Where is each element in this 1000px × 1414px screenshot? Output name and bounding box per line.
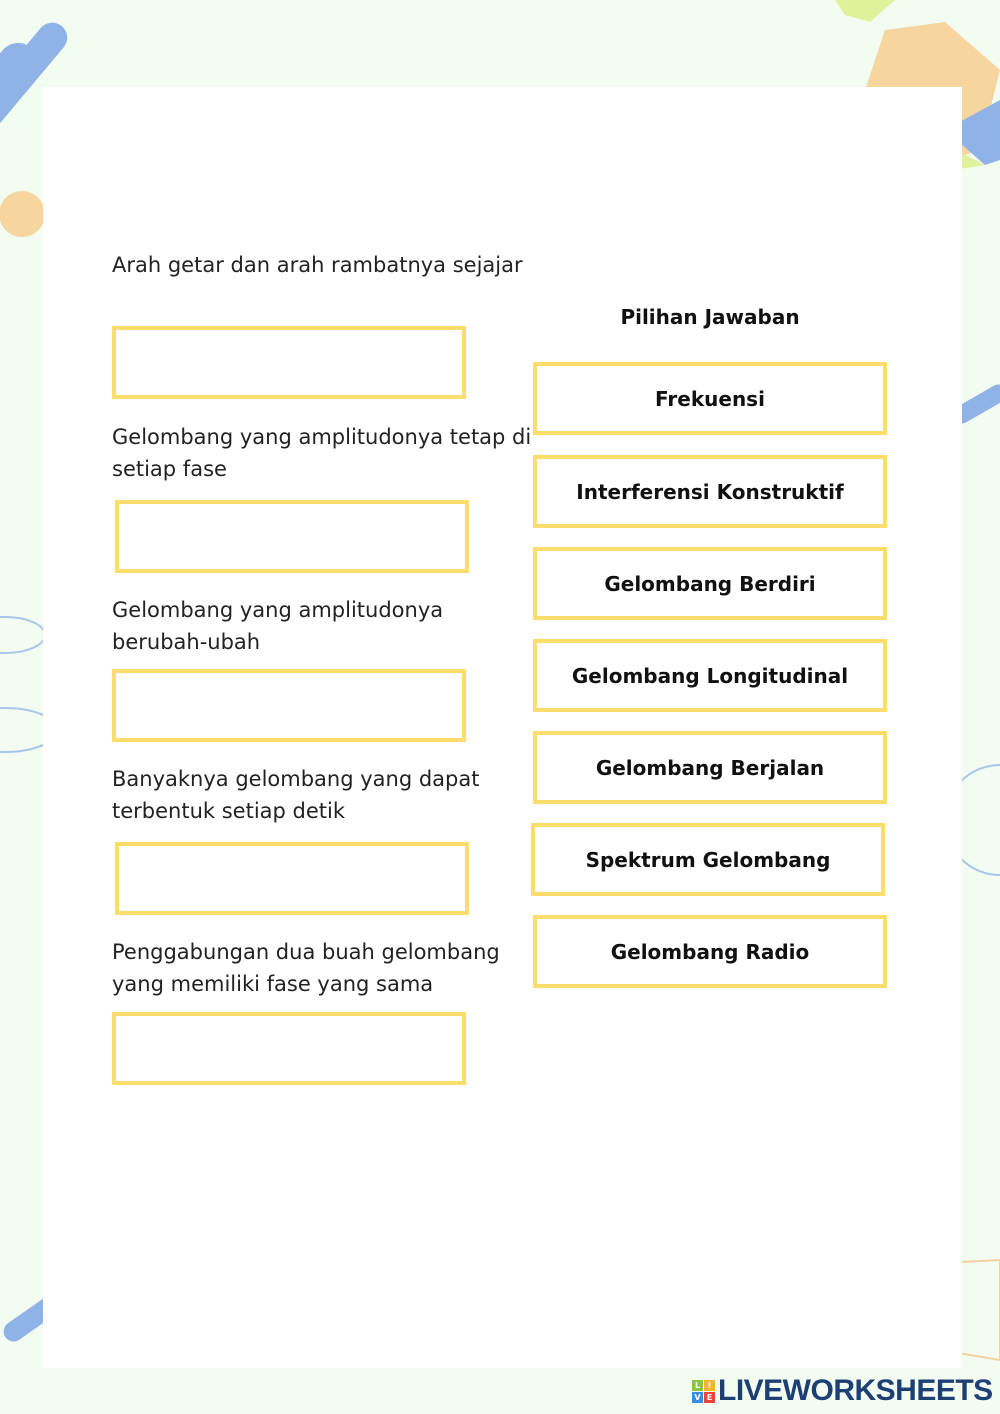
question-text: Banyaknya gelombang yang dapat terbentuk…: [112, 767, 480, 823]
logo-text: LIVEWORKSHEETS: [718, 1374, 993, 1407]
answer-drop-box-3[interactable]: [112, 669, 466, 742]
question-text: Gelombang yang amplitudonya tetap di set…: [112, 425, 532, 481]
answer-option[interactable]: Gelombang Berdiri: [533, 547, 887, 620]
logo-letter: E: [704, 1391, 715, 1403]
answer-option[interactable]: Gelombang Radio: [533, 915, 887, 988]
answer-option[interactable]: Gelombang Berjalan: [533, 731, 887, 804]
answer-option[interactable]: Frekuensi: [533, 362, 887, 435]
answer-drop-box-5[interactable]: [112, 1012, 466, 1085]
answer-drop-box-1[interactable]: [112, 326, 466, 399]
answer-option[interactable]: Interferensi Konstruktif: [533, 455, 887, 528]
liveworksheets-logo: L I V E LIVEWORKSHEETS: [692, 1374, 993, 1408]
logo-letter: L: [692, 1379, 703, 1391]
question-text: Arah getar dan arah rambatnya sejajar: [112, 253, 523, 277]
answer-drop-box-4[interactable]: [115, 842, 469, 915]
live-logo-icon: L I V E: [692, 1379, 715, 1403]
answer-option[interactable]: Gelombang Longitudinal: [533, 639, 887, 712]
logo-letter: I: [704, 1379, 715, 1391]
answer-option[interactable]: Spektrum Gelombang: [531, 823, 885, 896]
question-text: Gelombang yang amplitudonya berubah-ubah: [112, 598, 444, 654]
question-text: Penggabungan dua buah gelombang yang mem…: [112, 940, 500, 996]
logo-letter: V: [692, 1391, 703, 1403]
answer-drop-box-2[interactable]: [115, 500, 469, 573]
answers-heading: Pilihan Jawaban: [620, 305, 800, 329]
